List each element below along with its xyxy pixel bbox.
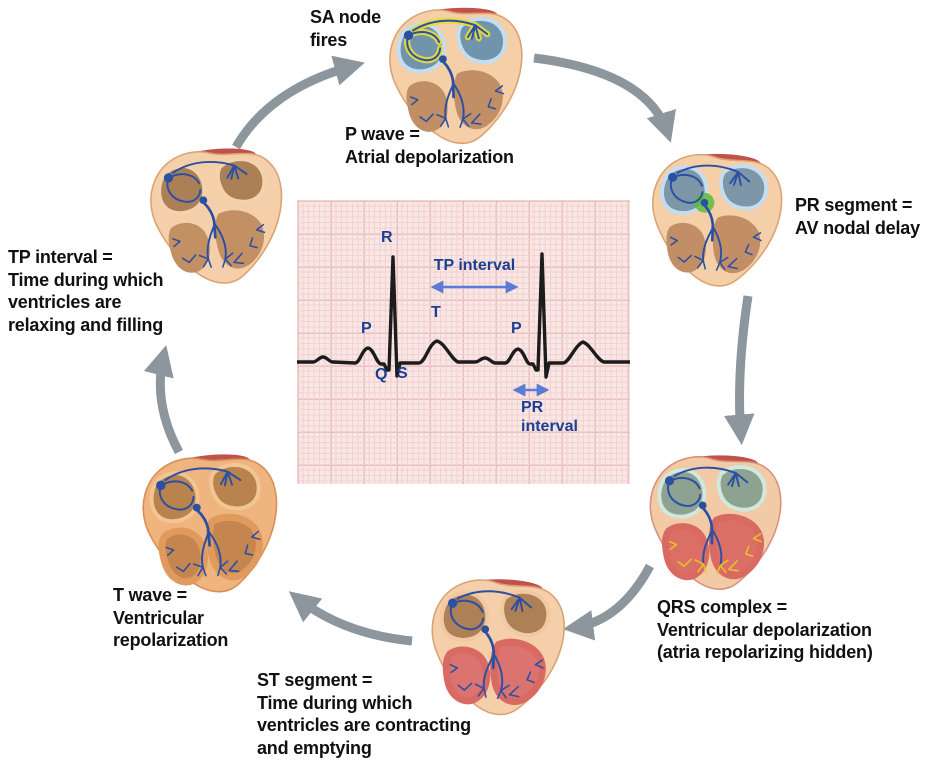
ecg-label-s: S	[397, 365, 408, 382]
label-line: ventricles are	[8, 292, 122, 312]
label-line: PR	[521, 399, 544, 416]
arrow-tp-to-sa	[232, 55, 365, 150]
label-qrs-complex: QRS complex = Ventricular depolarization…	[657, 596, 873, 664]
arrow-qrs-to-st	[562, 563, 654, 641]
label-t-wave: T wave = Ventricular repolarization	[113, 584, 228, 652]
label-line: and emptying	[257, 737, 372, 758]
label-line: T wave =	[113, 585, 187, 605]
heart-pr-segment	[637, 145, 794, 296]
ecg-label-p1: P	[361, 320, 372, 337]
arrow-st-to-t	[288, 591, 413, 646]
label-line: Atrial depolarization	[345, 146, 514, 167]
label-line: interval	[521, 418, 578, 435]
heart-qrs-complex	[638, 452, 792, 595]
ecg-trace-layer	[297, 252, 630, 397]
label-line: PR segment =	[795, 195, 913, 215]
label-line: (atria repolarizing hidden)	[657, 642, 873, 662]
label-pr-segment: PR segment = AV nodal delay	[795, 194, 920, 239]
label-line: QRS complex =	[657, 597, 787, 617]
label-line: relaxing and filling	[8, 314, 164, 335]
label-line: SA node	[310, 7, 381, 27]
label-st-segment: ST segment = Time during which ventricle…	[257, 669, 471, 759]
ecg-label-t: T	[431, 304, 441, 321]
label-line: ventricles are contracting	[257, 715, 471, 735]
label-p-wave: P wave = Atrial depolarization	[345, 123, 514, 168]
label-line: Time during which	[8, 269, 164, 290]
ecg-label-pr-interval: PR interval	[521, 398, 578, 436]
ecg-label-tp-interval: TP interval	[433, 257, 516, 274]
heart-t-wave	[122, 445, 300, 605]
label-line: ST segment =	[257, 670, 373, 690]
ecg-label-p2: P	[511, 320, 522, 337]
ecg-label-r: R	[381, 229, 393, 246]
arrow-t-to-tp	[143, 345, 183, 455]
label-line: repolarization	[113, 630, 229, 650]
ecg-waveform	[297, 252, 630, 379]
label-line: TP interval =	[8, 247, 113, 267]
label-tp-interval: TP interval = Time during which ventricl…	[8, 246, 163, 336]
ecg-label-q: Q	[375, 366, 388, 383]
label-line: P wave =	[345, 124, 420, 144]
ecg-strip: R P Q S T P TP interval PR interval	[297, 200, 630, 484]
label-sa-node: SA node fires	[310, 6, 381, 51]
label-line: fires	[310, 29, 348, 50]
arrow-sa-to-pr	[533, 53, 676, 143]
label-line: Time during which	[257, 692, 413, 713]
label-line: AV nodal delay	[795, 217, 920, 238]
label-line: Ventricular depolarization	[657, 619, 872, 640]
arrow-pr-to-qrs	[724, 295, 755, 446]
label-line: Ventricular	[113, 607, 204, 628]
